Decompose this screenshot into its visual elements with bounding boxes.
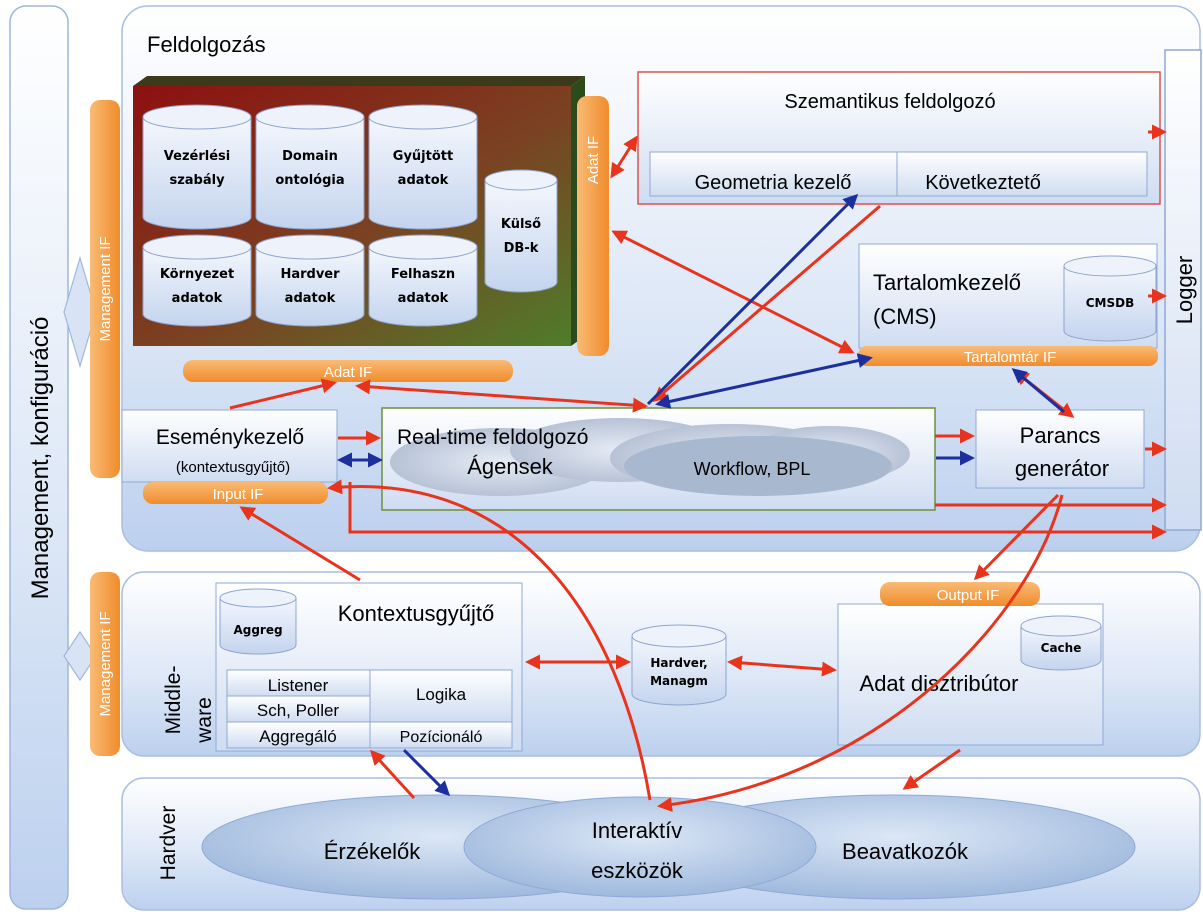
adat-if-bottom-label: Adat IF [324, 364, 372, 381]
parancs-line2: generátor [1015, 456, 1109, 481]
cache-cylinder [1020, 615, 1102, 671]
arrow [610, 135, 638, 179]
tartalomtar-if-label: Tartalomtár IF [964, 349, 1057, 366]
poller-label: Sch, Poller [257, 701, 340, 720]
output-if [880, 582, 1040, 606]
agensek-label: Ágensek [467, 454, 554, 479]
arrow [657, 494, 1064, 813]
realtime-title: Real-time feldolgozó [397, 426, 588, 449]
arrow [369, 749, 416, 800]
hardver-title: Hardver [157, 806, 180, 881]
interaktiv-ellipse [463, 796, 817, 898]
arrow [355, 379, 648, 413]
arrow [1011, 368, 1065, 414]
db-cylinder [368, 104, 478, 230]
db-block-top [133, 76, 585, 86]
arrow [727, 655, 837, 677]
input-if-label: Input IF [213, 486, 264, 503]
kontextus-title: Kontextusgyűjtő [338, 601, 495, 626]
db-cylinder [255, 104, 365, 230]
feldolgozas-title: Feldolgozás [147, 32, 266, 57]
adat-if-vertical-label: Adat IF [585, 136, 602, 184]
middleware-title-1: Middle- [162, 666, 185, 735]
adat-if-vertical [577, 96, 609, 356]
arrow [402, 748, 451, 797]
pozicionalo-label: Pozícionáló [400, 729, 483, 746]
management-bar-label: Management, konfiguráció [27, 317, 54, 600]
kovetkezteto-label: Következtető [925, 172, 1041, 194]
interaktiv-line2: eszközök [591, 858, 684, 883]
management-if-bottom [90, 572, 120, 756]
aggreg-cylinder [219, 588, 297, 655]
listener-box [226, 669, 371, 697]
arrow [327, 479, 652, 801]
esemeny-title: Eseménykezelő [156, 426, 304, 449]
parancs-line1: Parancs [1020, 423, 1101, 448]
arrow [655, 353, 873, 409]
aggregalo-label: Aggregáló [259, 727, 337, 746]
parancs-box [975, 409, 1145, 489]
db-cylinder-kulso [484, 169, 558, 293]
db-cylinder [368, 234, 478, 327]
arrow [902, 748, 961, 790]
semantic-title: Szemantikus feldolgozó [784, 91, 995, 113]
poller-box [226, 695, 371, 723]
db-cylinder [255, 234, 365, 327]
hardver-managm-cylinder [631, 624, 727, 706]
tartalomtar-if [858, 346, 1158, 366]
middleware-title-2: ware [193, 697, 216, 744]
cmsdb-cylinder [1063, 255, 1157, 342]
erzekelok-label: Érzékelők [324, 839, 422, 864]
arrow [348, 482, 1167, 540]
pozicionalo-box [369, 721, 513, 749]
workflow-ellipse [624, 436, 892, 496]
arrow [239, 506, 361, 582]
geometria-label: Geometria kezelő [695, 172, 852, 194]
esemeny-subtitle: (kontextusgyűjtő) [176, 459, 290, 476]
kovetkezteto-box [896, 151, 1148, 197]
cms-title-1: Tartalomkezelő [873, 270, 1021, 295]
logika-label: Logika [416, 685, 467, 704]
listener-label: Listener [268, 676, 329, 695]
cmsdb-label: CMSDB [1086, 296, 1135, 310]
output-if-label: Output IF [937, 587, 1000, 604]
management-if-top-label: Management IF [97, 236, 114, 341]
aggreg-label: Aggreg [233, 623, 282, 637]
management-bar [9, 5, 69, 910]
geometria-box [649, 151, 898, 197]
adat-if-bottom [183, 360, 513, 382]
arrow [973, 493, 1060, 581]
beavatkozok-label: Beavatkozók [842, 839, 969, 864]
interaktiv-line1: Interaktív [592, 818, 682, 843]
management-if-bottom-label: Management IF [97, 611, 114, 716]
logger-label: Logger [1172, 256, 1197, 325]
management-if-top [90, 100, 120, 478]
blue-arrows [337, 193, 1065, 797]
esemeny-box [121, 409, 338, 483]
input-if [143, 482, 328, 504]
arrow [611, 230, 855, 354]
cms-title-2: (CMS) [873, 304, 937, 329]
db-cylinder [142, 234, 252, 327]
arrow [229, 378, 337, 410]
hardver-managm-line2: Managm [650, 674, 708, 688]
db-cylinder [142, 104, 252, 230]
cache-label: Cache [1041, 641, 1082, 655]
hardver-managm-line1: Hardver, [650, 656, 707, 670]
workflow-label: Workflow, BPL [694, 459, 811, 479]
distributor-title: Adat disztribútor [860, 671, 1019, 696]
logger-box [1164, 49, 1202, 531]
